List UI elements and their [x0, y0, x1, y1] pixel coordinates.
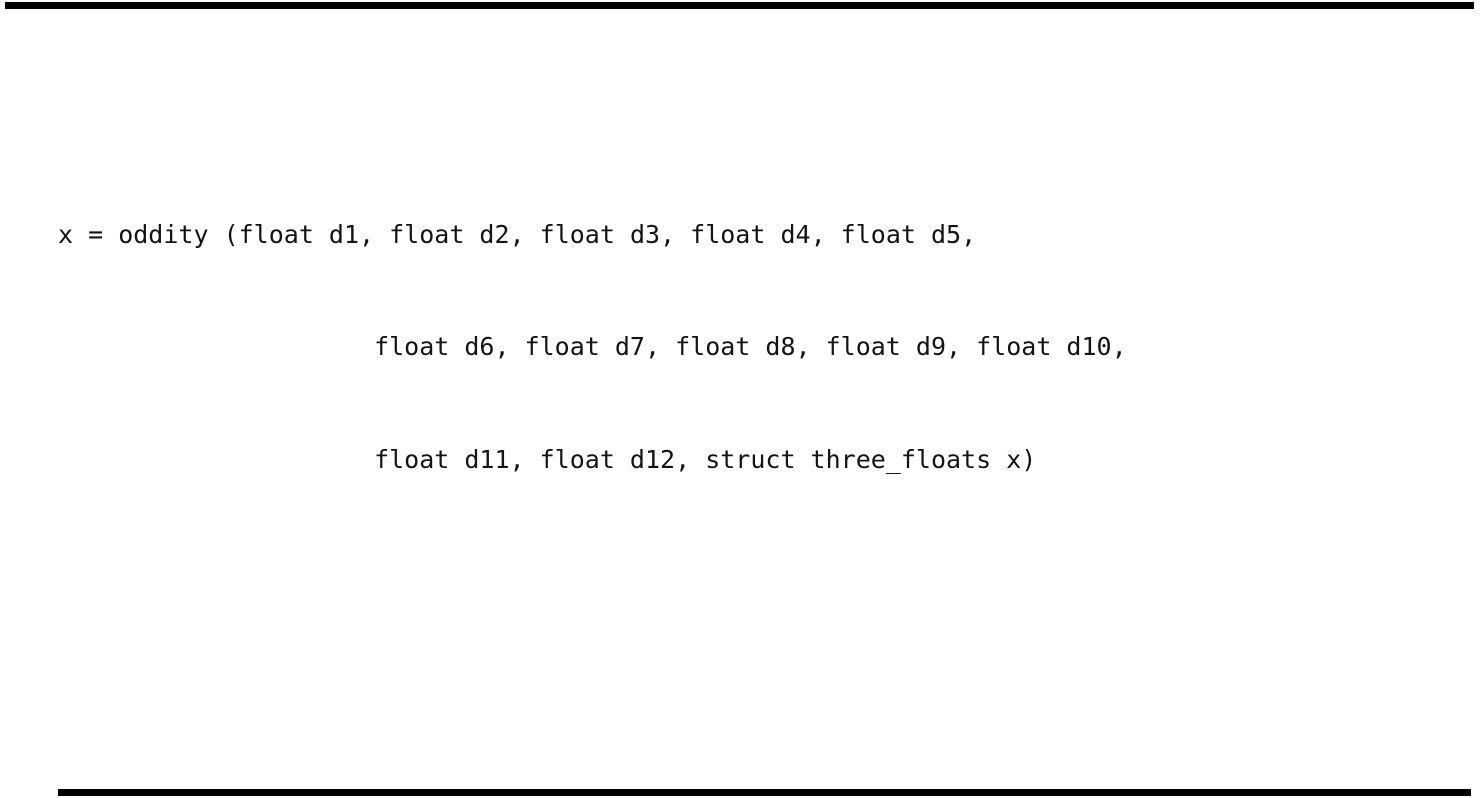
- signature-line-1: x = oddity (float d1, float d2, float d3…: [58, 219, 977, 249]
- text-content[interactable]: x = oddity (float d1, float d2, float d3…: [58, 28, 1127, 798]
- bottom-rule: [58, 789, 1471, 796]
- top-rule: [5, 2, 1474, 9]
- signature-line-2: float d6, float d7, float d8, float d9, …: [374, 332, 1127, 361]
- signature-line-3: float d11, float d12, struct three_float…: [374, 444, 1037, 474]
- function-signature: x = oddity (float d1, float d2, float d3…: [58, 141, 1127, 554]
- blank-line: [58, 666, 1127, 704]
